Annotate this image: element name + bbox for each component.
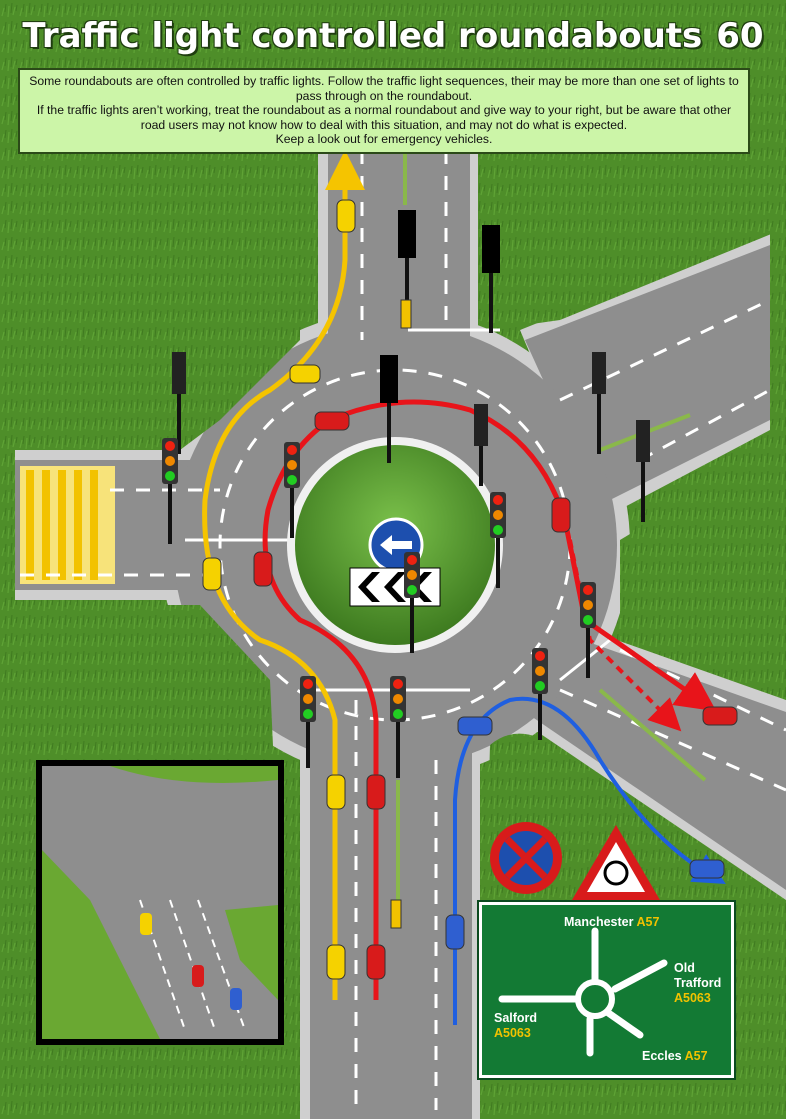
dest-salford-road: A5063 [494, 1026, 531, 1040]
inset-yellow-car [140, 913, 152, 935]
dest-manchester-name: Manchester [564, 915, 634, 929]
traffic-light-tri [284, 442, 300, 538]
traffic-light-tri [580, 582, 596, 678]
cars [202, 199, 738, 980]
bollard [400, 299, 412, 329]
title-text: Traffic light controlled roundabouts [22, 16, 703, 56]
traffic-light [592, 352, 606, 454]
traffic-light [172, 352, 186, 454]
traffic-light [474, 404, 488, 486]
yellow-route-path [202, 150, 365, 1000]
stop-lines [185, 328, 611, 692]
red-route-path [262, 399, 717, 1000]
traffic-light [636, 420, 650, 522]
dest-old-trafford-name-1: Old [674, 961, 695, 975]
red-car [702, 706, 738, 726]
dest-eccles-name: Eccles [642, 1049, 682, 1063]
blue-car [689, 859, 725, 879]
zebra-crossing [20, 466, 115, 584]
chevron-sign [349, 567, 441, 607]
traffic-lights [162, 210, 650, 778]
no-stopping-sign [490, 822, 562, 894]
blue-car [445, 914, 465, 950]
yellow-car [336, 199, 356, 233]
dest-salford-name: Salford [494, 1011, 538, 1025]
dest-salford: Salford A5063 [494, 1011, 537, 1041]
blue-route-path [453, 696, 726, 1025]
direction-sign-roundabout-icon [498, 927, 668, 1057]
bollard [390, 899, 402, 929]
traffic-light-tri [300, 676, 316, 768]
traffic-light [380, 355, 398, 463]
inset-blue-car [230, 988, 242, 1010]
traffic-light-tri [390, 676, 406, 778]
inset-red-car [192, 965, 204, 987]
info-line-2: If the traffic lights aren’t working, tr… [36, 103, 732, 132]
dest-old-trafford-name-2: Trafford [674, 976, 722, 990]
red-car [314, 411, 350, 431]
dest-manchester: Manchester A57 [564, 915, 659, 930]
traffic-light-tri [490, 492, 506, 588]
inset-view [36, 760, 284, 1045]
roundabout-warning-sign [572, 825, 660, 900]
traffic-light-tri [532, 648, 548, 740]
dest-eccles: Eccles A57 [642, 1049, 708, 1064]
dest-old-trafford: Old Trafford A5063 [674, 961, 721, 1006]
dest-old-trafford-road: A5063 [674, 991, 711, 1005]
traffic-light-tri [404, 552, 420, 653]
traffic-light [482, 225, 500, 333]
info-line-3: Keep a look out for emergency vehicles. [275, 132, 493, 147]
info-line-1: Some roundabouts are often controlled by… [29, 74, 739, 103]
red-car [366, 944, 386, 980]
traffic-light [398, 210, 416, 328]
yellow-car [202, 557, 222, 591]
yellow-car [326, 774, 346, 810]
yellow-car [289, 364, 321, 384]
direction-sign: Manchester A57 Old Trafford A5063 Salfor… [477, 900, 736, 1080]
page-title: Traffic light controlled roundabouts 60 [0, 16, 786, 56]
info-box: Some roundabouts are often controlled by… [18, 68, 750, 154]
dest-eccles-road: A57 [684, 1049, 708, 1063]
blue-car [457, 716, 493, 736]
red-car [253, 551, 273, 587]
yellow-car [326, 944, 346, 980]
dest-manchester-road: A57 [636, 915, 660, 929]
red-car [551, 497, 571, 533]
traffic-light-tri [162, 438, 178, 544]
red-car [366, 774, 386, 810]
page-number: 60 [716, 16, 764, 56]
